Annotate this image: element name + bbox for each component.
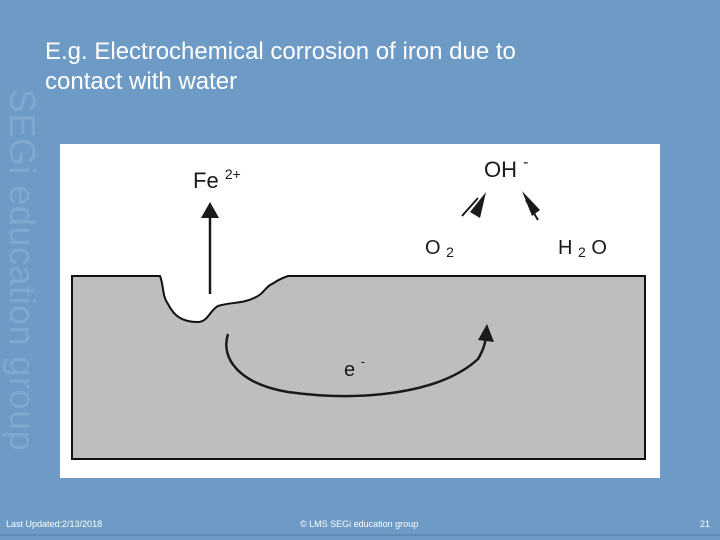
h2o-to-oh-arrow-head	[522, 191, 540, 216]
footer-divider	[0, 534, 720, 536]
fe-ion-charge: 2+	[225, 166, 241, 182]
footer-page-number: 21	[700, 518, 710, 530]
water-hydrogen: H	[558, 237, 572, 259]
fe-ion-label: Fe 2+	[193, 166, 241, 193]
oxygen-symbol: O	[425, 237, 441, 259]
fe-ion-symbol: Fe	[193, 168, 219, 193]
slide-title-line-2: contact with water	[45, 67, 685, 97]
watermark-text: SEGi education group	[2, 70, 42, 470]
oxygen-label: O 2	[425, 237, 454, 260]
slide-title: E.g. Electrochemical corrosion of iron d…	[45, 37, 685, 97]
electron-symbol: e	[344, 359, 355, 381]
footer-copyright: © LMS SEGi education group	[300, 518, 418, 530]
footer-last-updated: Last Updated:2/13/2018	[6, 518, 102, 530]
hydroxide-symbol: OH	[484, 157, 517, 182]
water-label: H 2 O	[558, 237, 607, 262]
hydroxide-label: OH -	[484, 154, 528, 182]
water-oxygen: O	[591, 237, 607, 259]
hydroxide-charge: -	[523, 154, 528, 171]
slide-title-line-1: E.g. Electrochemical corrosion of iron d…	[45, 37, 685, 67]
fe-ion-arrow-head	[201, 202, 219, 218]
electron-charge: -	[361, 354, 365, 369]
water-subscript: 2	[578, 244, 586, 260]
oxygen-subscript: 2	[446, 244, 454, 260]
corrosion-diagram-svg: Fe 2+ OH - O 2 H 2 O e -	[60, 144, 660, 478]
corrosion-diagram: Fe 2+ OH - O 2 H 2 O e -	[60, 144, 660, 478]
